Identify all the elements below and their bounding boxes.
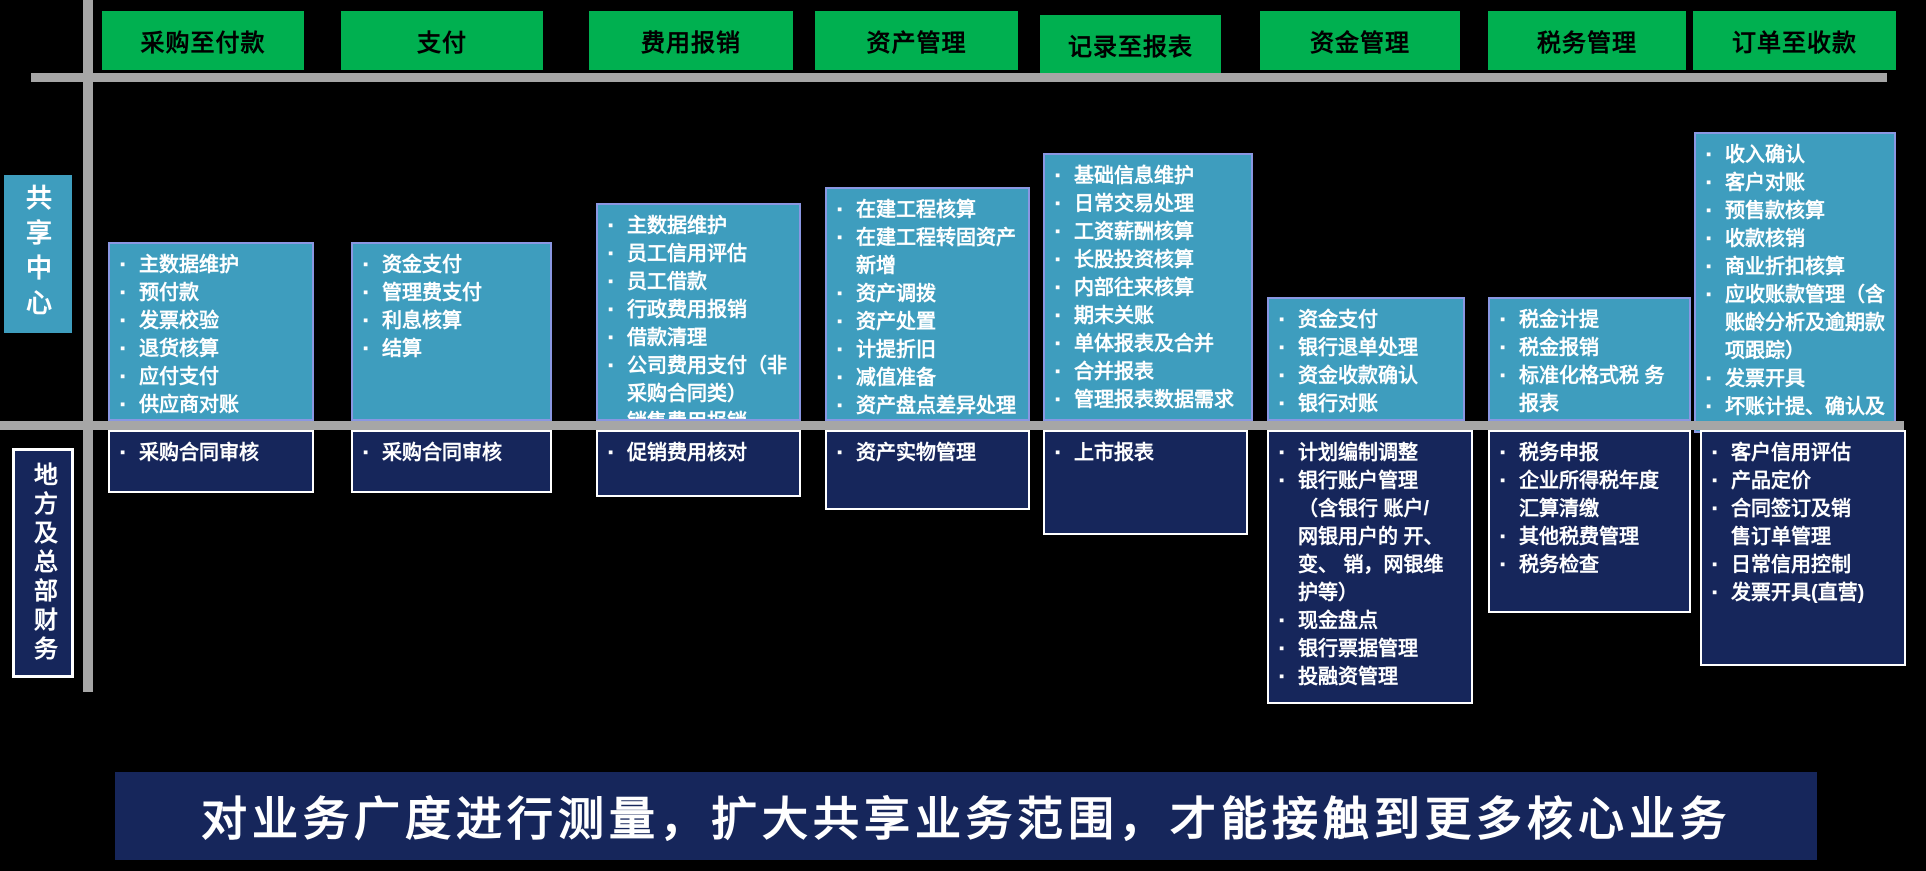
process-item: 利息核算: [363, 307, 546, 335]
column-header-treasury-management: 资金管理: [1260, 11, 1460, 70]
process-item: 资金支付: [363, 251, 546, 279]
process-item: 收入确认: [1706, 141, 1890, 169]
bottom-banner: 对业务广度进行测量，扩大共享业务范围，才能接触到更多核心业务: [115, 772, 1817, 860]
process-item: 银行票据管理: [1279, 635, 1467, 663]
process-item: 标准化格式税 务 报表: [1500, 362, 1685, 418]
process-item: 商业折扣核算: [1706, 253, 1890, 281]
process-item: 应付支付: [120, 363, 308, 391]
process-item: 长股投资核算: [1055, 246, 1247, 274]
process-item: 员工信用评估: [608, 240, 795, 268]
process-item: 产品定价: [1712, 467, 1900, 495]
process-item: 员工借款: [608, 268, 795, 296]
process-item: 发票校验: [120, 307, 308, 335]
column-header-procure-to-pay: 采购至付款: [102, 11, 304, 70]
shared-box-order-to-cash: 收入确认客户对账预售款核算收款核销商业折扣核算应收账款管理（含 账龄分析及逾期款…: [1694, 132, 1896, 433]
process-item: 银行退单处理: [1279, 334, 1459, 362]
process-item: 发票开具(直营): [1712, 579, 1900, 607]
process-item: 资产实物管理: [837, 439, 1024, 467]
column-header-tax-management: 税务管理: [1488, 11, 1686, 70]
local-box-tax-management: 税务申报企业所得税年度 汇算清缴其他税费管理税务检查: [1488, 430, 1691, 613]
process-item: 促销费用核对: [608, 439, 795, 467]
process-item: 合同签订及销 售订单管理: [1712, 495, 1900, 551]
shared-box-asset-management: 在建工程核算在建工程转固资产 新增资产调拨资产处置计提折旧减值准备资产盘点差异处…: [825, 187, 1030, 421]
process-item: 主数据维护: [120, 251, 308, 279]
process-item: 期末关账: [1055, 302, 1247, 330]
shared-box-tax-management: 税金计提税金报销标准化格式税 务 报表: [1488, 297, 1691, 421]
process-item: 行政费用报销: [608, 296, 795, 324]
column-header-asset-management: 资产管理: [815, 11, 1018, 70]
process-item: 客户信用评估: [1712, 439, 1900, 467]
process-item: 供应商对账: [120, 391, 308, 419]
shared-box-expense-reimbursement: 主数据维护员工信用评估员工借款行政费用报销借款清理公司费用支付（非 采购合同类）…: [596, 203, 801, 421]
process-item: 收款核销: [1706, 225, 1890, 253]
process-item: 资产盘点差异处理: [837, 392, 1024, 419]
row-label-local-hq-finance: 地方及总部财务: [12, 448, 74, 678]
process-item: 日常信用控制: [1712, 551, 1900, 579]
process-item: 在建工程核算: [837, 196, 1024, 224]
process-item: 上市报表: [1055, 439, 1242, 467]
row-label-shared-center: 共享中心: [4, 175, 72, 333]
process-item: 税金报销: [1500, 334, 1685, 362]
process-item: 在建工程转固资产 新增: [837, 224, 1024, 280]
process-item: 客户对账: [1706, 169, 1890, 197]
process-item: 现金盘点: [1279, 607, 1467, 635]
shared-box-procure-to-pay: 主数据维护预付款发票校验退货核算应付支付供应商对账: [108, 242, 314, 421]
grid-vertical-line: [83, 0, 93, 692]
process-item: 资金支付: [1279, 306, 1459, 334]
process-item: 计划编制调整: [1279, 439, 1467, 467]
process-item: 银行账户管理 （含银行 账户/ 网银用户的 开、 变、 销，网银维 护等）: [1279, 467, 1467, 607]
process-item: 单体报表及合并: [1055, 330, 1247, 358]
local-box-order-to-cash: 客户信用评估产品定价合同签订及销 售订单管理日常信用控制发票开具(直营): [1700, 430, 1906, 666]
process-item: 银行对账: [1279, 390, 1459, 418]
local-box-asset-management: 资产实物管理: [825, 430, 1030, 510]
process-item: 主数据维护: [608, 212, 795, 240]
process-item: 资产调拨: [837, 280, 1024, 308]
process-item: 日常交易处理: [1055, 190, 1247, 218]
process-item: 结算: [363, 335, 546, 363]
local-box-record-to-report: 上市报表: [1043, 430, 1248, 535]
process-item: 预售款核算: [1706, 197, 1890, 225]
process-item: 其他税费管理: [1500, 523, 1685, 551]
process-item: 工资薪酬核算: [1055, 218, 1247, 246]
column-header-record-to-report: 记录至报表: [1040, 15, 1221, 74]
process-item: 借款清理: [608, 324, 795, 352]
process-item: 采购合同审核: [120, 439, 308, 467]
process-item: 税金计提: [1500, 306, 1685, 334]
process-item: 基础信息维护: [1055, 162, 1247, 190]
process-item: 合并报表: [1055, 358, 1247, 386]
process-item: 公司费用支付（非 采购合同类）: [608, 352, 795, 408]
shared-box-record-to-report: 基础信息维护日常交易处理工资薪酬核算长股投资核算内部往来核算期末关账单体报表及合…: [1043, 153, 1253, 421]
grid-horizontal-line-header: [31, 73, 1887, 82]
process-item: 减值准备: [837, 364, 1024, 392]
process-item: 税务申报: [1500, 439, 1685, 467]
column-header-order-to-cash: 订单至收款: [1693, 11, 1896, 70]
process-item: 投融资管理: [1279, 663, 1467, 691]
local-box-payment: 采购合同审核: [351, 430, 552, 493]
grid-horizontal-line-divider: [0, 421, 1904, 430]
process-item: 发票开具: [1706, 365, 1890, 393]
process-item: 销售费用报销: [608, 408, 795, 419]
process-item: 管理报表数据需求: [1055, 386, 1247, 414]
local-box-procure-to-pay: 采购合同审核: [108, 430, 314, 493]
process-item: 退货核算: [120, 335, 308, 363]
process-item: 计提折旧: [837, 336, 1024, 364]
column-header-payment: 支付: [341, 11, 543, 70]
process-item: 内部往来核算: [1055, 274, 1247, 302]
process-item: 管理费支付: [363, 279, 546, 307]
process-item: 资产处置: [837, 308, 1024, 336]
local-box-expense-reimbursement: 促销费用核对: [596, 430, 801, 497]
shared-box-treasury-management: 资金支付银行退单处理资金收款确认银行对账: [1267, 297, 1465, 421]
local-box-treasury-management: 计划编制调整银行账户管理 （含银行 账户/ 网银用户的 开、 变、 销，网银维 …: [1267, 430, 1473, 704]
process-item: 税务检查: [1500, 551, 1685, 579]
process-item: 资金收款确认: [1279, 362, 1459, 390]
process-item: 企业所得税年度 汇算清缴: [1500, 467, 1685, 523]
process-item: 采购合同审核: [363, 439, 546, 467]
process-item: 应收账款管理（含 账龄分析及逾期款 项跟踪）: [1706, 281, 1890, 365]
shared-box-payment: 资金支付管理费支付利息核算结算: [351, 242, 552, 421]
process-item: 预付款: [120, 279, 308, 307]
column-header-expense-reimbursement: 费用报销: [589, 11, 793, 70]
